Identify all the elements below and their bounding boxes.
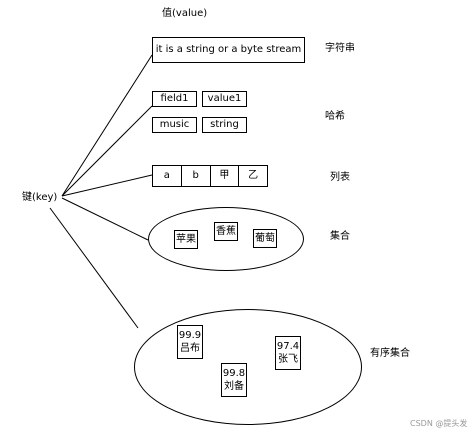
set-member: 葡萄 [253,229,277,248]
list-box: a b 甲 乙 [152,165,268,187]
zset-member-name: 张飞 [278,354,298,365]
connector-line-string [61,54,153,197]
zset-member-name: 吕布 [180,343,200,354]
list-item: 甲 [211,166,240,186]
key-label: 键(key) [22,192,58,203]
set-ellipse [148,207,304,271]
list-item: b [182,166,211,186]
set-type-label: 集合 [330,231,350,242]
watermark-text: CSDN @提头发 [410,419,468,428]
zset-member-score: 99.8 [222,368,246,379]
zset-member-score: 97.4 [276,341,300,352]
hash-value-2: string [202,117,247,133]
set-member: 香蕉 [214,222,238,241]
zset-member: 99.9 吕布 [177,325,203,359]
list-type-label: 列表 [330,172,350,183]
connector-line-hash [61,105,153,197]
zset-member-name: 刘备 [224,381,244,392]
hash-type-label: 哈希 [325,111,345,122]
string-type-label: 字符串 [325,43,355,54]
value-header: 值(value) [162,8,208,19]
hash-value-1: value1 [202,91,247,107]
hash-field-2: music [152,117,197,133]
connector-line-zset [49,207,139,329]
list-item: 乙 [248,170,259,181]
set-member: 苹果 [174,230,198,249]
zset-member: 99.8 刘备 [221,363,247,397]
zset-type-label: 有序集合 [370,348,410,359]
string-value-box: it is a string or a byte stream [152,37,305,63]
list-item: a [153,166,182,186]
zset-ellipse [134,309,362,425]
hash-field-1: field1 [152,91,197,107]
zset-member-score: 99.9 [178,330,202,341]
connector-line-set [61,197,149,241]
connector-line-list [61,174,153,197]
zset-member: 97.4 张飞 [275,336,301,370]
